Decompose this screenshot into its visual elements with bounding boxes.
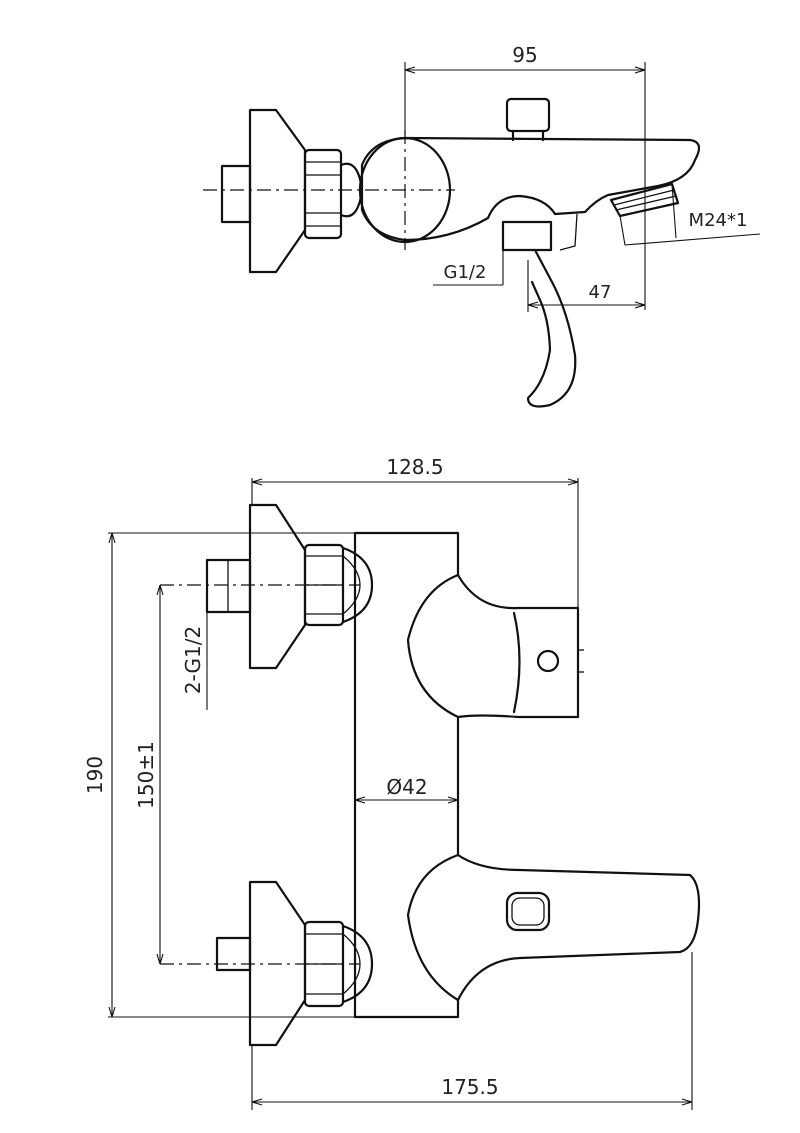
top-main-body [360,136,701,242]
diverter-knob [505,97,551,133]
upper-collar [341,546,374,624]
top-inlet-stub [220,164,252,224]
dim-inlet-threads: 2-G1/2 [181,626,205,694]
lower-inlet-stub [215,936,252,972]
top-hex-nut [303,148,343,240]
top-wall-flange [248,108,307,274]
upper-wall-flange [248,503,307,670]
spout-thread [609,182,680,218]
dim-overall-height: 190 [83,756,107,794]
handle-lever [456,853,701,1002]
top-view: 95 M24*1 G1/2 47 [203,43,761,408]
diverter-hole [536,649,560,673]
dim-depth: 128.5 [386,455,443,479]
front-view: 128.5 190 150±1 2-G1/2 Ø42 175.5 [83,455,701,1110]
lower-dome [406,853,460,1002]
dim-handle-offset: 47 [589,282,612,303]
dim-overall-width: 175.5 [441,1075,498,1099]
dim-top-width: 95 [512,43,537,67]
dim-inlet-thread: G1/2 [444,262,487,283]
dim-body-diameter: Ø42 [386,775,427,799]
dim-center-distance: 150±1 [134,741,158,809]
lower-collar [341,924,374,1004]
lever-window [505,891,551,932]
top-handle-lever [526,248,577,408]
top-handle-stem [501,220,553,252]
dim-spout-thread: M24*1 [689,210,748,231]
upper-dome [406,573,460,719]
